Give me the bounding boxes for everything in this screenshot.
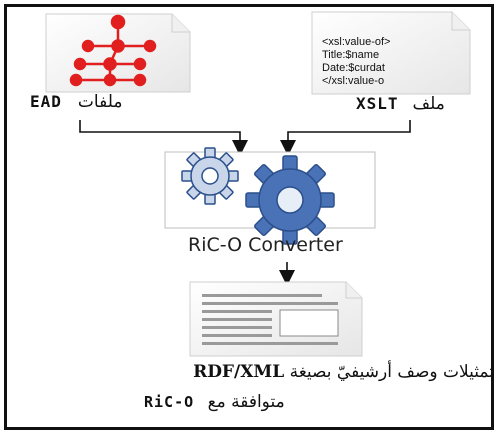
output-ontology: RiC-O: [144, 393, 195, 411]
xslt-document-icon: [311, 11, 471, 95]
output-caption-ar-2: متوافقة مع: [207, 392, 285, 412]
output-document-icon: [189, 281, 363, 357]
ead-document-icon: [45, 13, 191, 93]
xslt-code: XSLT: [356, 94, 399, 113]
output-caption-line-1: RDF/XML تمثيلات وصف أرشيفيّ بصيغة: [0, 362, 494, 382]
ead-label-ar: ملفات: [77, 92, 123, 112]
xslt-label-ar: ملف: [412, 94, 445, 114]
large-gear-icon: [245, 155, 335, 245]
converter-label: RiC-O Converter: [188, 234, 343, 256]
connector-arrows: [79, 120, 411, 286]
small-gear-icon: [181, 147, 239, 205]
xslt-snippet-line: <xsl:value-of>: [322, 36, 391, 48]
xslt-snippet-line: Title:$name: [322, 49, 380, 61]
xslt-snippet: <xsl:value-of> Title:$name Date:$curdat …: [322, 36, 390, 88]
output-format: RDF/XML: [193, 362, 285, 382]
output-caption-line-2: RiC-O متوافقة مع: [144, 392, 285, 412]
xslt-label: XSLT ملف: [356, 94, 445, 114]
xslt-snippet-line: Date:$curdat: [322, 62, 385, 74]
xslt-snippet-line: </xsl:value-o: [322, 75, 385, 87]
output-caption-ar: تمثيلات وصف أرشيفيّ بصيغة: [289, 362, 494, 382]
ead-code: EAD: [30, 92, 62, 111]
ead-tree-icon: [69, 14, 157, 87]
ead-label: EAD ملفات: [30, 92, 122, 112]
